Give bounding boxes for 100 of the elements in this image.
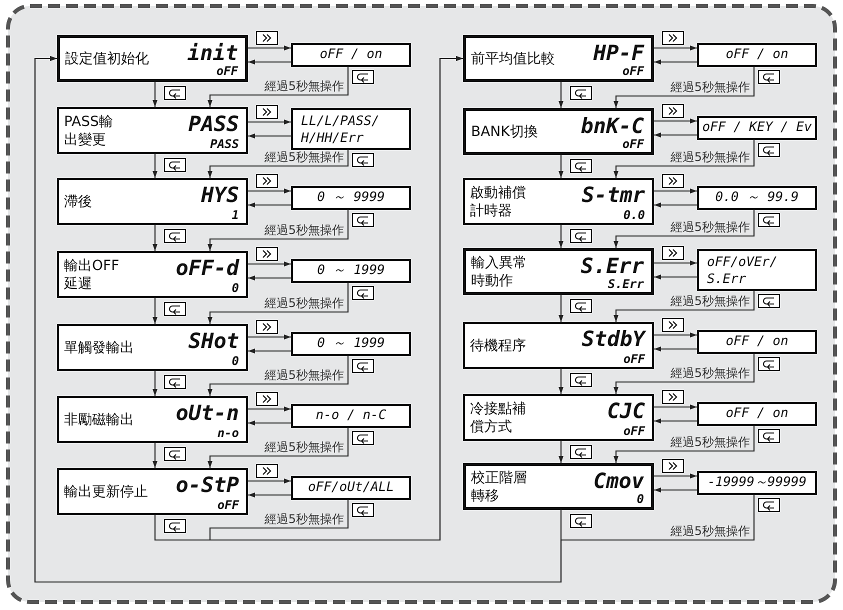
display-code: bnK-C [580,114,644,138]
arrow [209,56,463,541]
display-code: init [187,41,238,65]
setting-range-box: 0 ～ 1999 [291,332,411,356]
arrow [248,276,291,280]
display-value: 0.0 [623,208,645,222]
setting-range-box: n-o / n-C [291,404,411,428]
display-value: 0 [232,354,239,368]
display-code: S-tmr [582,183,645,207]
arrow [614,67,755,108]
arrow [654,118,697,124]
display-value: 0 [636,492,644,506]
display-value: oFF [217,498,239,512]
setting-range-box: LL/L/PASS/H/HH/Err [291,108,411,150]
parameter-box [57,324,248,371]
display-code: HYS [201,183,239,207]
parameter-box [57,468,248,515]
arrow [614,354,755,394]
setting-range-box: oFF/oUt/ALL [291,476,411,500]
display-code: StdbY [582,327,645,351]
edge-label: 經過5秒無操作 [670,81,750,94]
display-value: 1 [232,208,239,222]
arrow [208,150,349,178]
parameter-name: 非勵磁輸出 [64,410,134,428]
display-code: oUt-n [176,401,239,425]
parameter-box [463,394,654,441]
arrow [654,404,697,410]
arrow [248,202,291,208]
setting-range-box: oFF / on [697,43,817,67]
arrow [654,418,697,424]
display-code: CJC [607,399,645,423]
arrow [208,67,349,107]
setting-range-box: oFF / KEY / Ev [697,116,817,140]
arrow [654,346,697,352]
parameter-box [463,248,654,295]
parameter-box [57,35,248,82]
parameter-name: 啟動補償計時器 [470,184,527,220]
display-value: oFF [622,64,644,78]
arrow [654,46,697,50]
display-code: S.Err [580,254,644,278]
parameter-box [463,463,654,510]
arrow [152,443,158,468]
setting-range-box: 0 ～ 9999 [291,186,411,210]
setting-range-box: oFF / on [697,330,817,354]
arrow [152,82,158,107]
display-value: 0 [232,281,239,295]
parameter-box [57,178,248,225]
arrow [248,492,291,498]
parameter-name: 滯後 [64,192,92,210]
arrow [654,332,697,338]
display-value: oFF [216,64,238,78]
display-code: oFF-d [176,256,239,280]
parameter-box [463,322,654,369]
arrow [152,225,158,251]
edge-label: 經過5秒無操作 [264,224,344,237]
setting-range-box: 0.0 ～ 99.9 [697,186,817,210]
arrow [614,291,755,322]
arrow [152,154,158,178]
arrow [208,428,349,468]
display-code: o-StP [176,473,239,497]
setting-range-box: -19999～99999 [697,471,817,495]
arrow [152,298,158,324]
edge-label: 經過5秒無操作 [670,295,750,308]
arrow [558,82,564,108]
arrow [558,295,564,322]
setting-range-box: oFF/oVEr/S.Err [697,249,817,291]
arrow [248,478,291,484]
edge-label: 經過5秒無操作 [264,297,344,310]
parameter-name: 冷接點補償方式 [470,400,527,436]
arrow [248,46,291,50]
parameter-name: 前平均值比較 [471,50,555,68]
arrow [654,132,697,138]
parameter-name: BANK切換 [471,122,538,140]
edge-label: 經過5秒無操作 [264,80,344,93]
parameter-box [57,396,248,443]
parameter-name: 待機程序 [470,336,526,354]
arrow [654,260,697,266]
edge-label: 經過5秒無操作 [670,367,750,380]
arrow [654,188,697,194]
display-value: oFF [623,352,645,366]
display-value: oFF [623,424,645,438]
parameter-name: PASS輸出變更 [64,112,114,148]
arrow [34,56,755,583]
setting-range-box: 0 ～ 1999 [291,259,411,283]
edge-label: 經過5秒無操作 [264,513,344,526]
arrow [208,283,349,324]
display-code: HP-F [593,41,644,65]
arrow [558,441,564,463]
arrow [248,134,291,138]
setting-range-box: oFF / on [697,402,817,426]
arrow [654,202,697,208]
display-value: PASS [210,137,239,151]
display-code: Cmov [593,469,644,493]
edge-label: 經過5秒無操作 [264,441,344,454]
display-value: oFF [622,137,644,151]
parameter-box [463,178,654,225]
arrow [248,420,291,426]
parameter-box [463,108,654,155]
parameter-box [57,107,248,154]
edge-label: 經過5秒無操作 [670,436,750,449]
